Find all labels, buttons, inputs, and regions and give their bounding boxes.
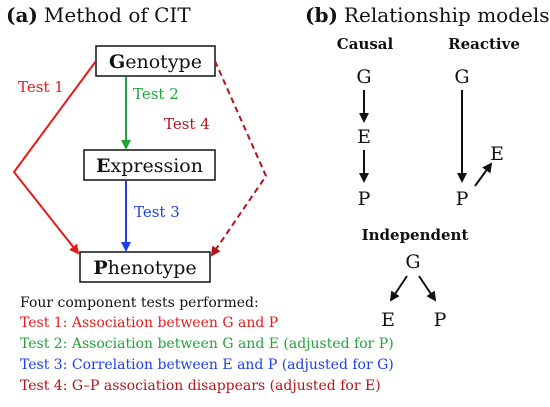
panel-b: (b)Relationship models Causal G E P Reac… bbox=[305, 3, 550, 331]
panel-a-label: (a) bbox=[6, 3, 38, 27]
test3-label: Test 3 bbox=[134, 203, 180, 221]
panel-a-title: (a)Method of CIT bbox=[6, 3, 191, 27]
legend-item-test3: Test 3: Correlation between E and P (adj… bbox=[20, 357, 394, 373]
expression-node bbox=[83, 149, 216, 181]
legend-item-test4: Test 4: G–P association disappears (adju… bbox=[20, 378, 381, 394]
independent-model: Independent G E P bbox=[362, 226, 469, 331]
phenotype-label: Phenotype bbox=[93, 257, 196, 279]
reactive-g-node: G bbox=[454, 66, 469, 88]
independent-e-node: E bbox=[381, 309, 395, 331]
causal-heading: Causal bbox=[337, 35, 394, 53]
panel-b-title: (b)Relationship models bbox=[305, 3, 550, 27]
causal-e-node: E bbox=[357, 126, 371, 148]
causal-model: Causal G E P bbox=[337, 35, 394, 210]
test1-label: Test 1 bbox=[18, 78, 64, 96]
reactive-p-node: P bbox=[456, 188, 469, 210]
test2-label: Test 2 bbox=[133, 85, 179, 103]
legend-item-test1: Test 1: Association between G and P bbox=[20, 315, 278, 331]
panel-b-label: (b) bbox=[305, 3, 338, 27]
legend-item-test2: Test 2: Association between G and E (adj… bbox=[20, 336, 394, 352]
test4-label: Test 4 bbox=[164, 115, 210, 133]
independent-g-to-p-arrow bbox=[418, 275, 437, 302]
reactive-model: Reactive G P E bbox=[448, 35, 520, 210]
independent-p-node: P bbox=[434, 309, 447, 331]
phenotype-node bbox=[79, 251, 211, 283]
legend: Four component tests performed: Test 1: … bbox=[20, 295, 394, 394]
panel-a-title-text: Method of CIT bbox=[44, 3, 191, 27]
reactive-heading: Reactive bbox=[448, 35, 520, 53]
reactive-p-to-e-arrow bbox=[474, 162, 493, 187]
test4-edge bbox=[210, 60, 268, 257]
independent-g-to-e-arrow bbox=[389, 275, 408, 302]
reactive-e-node: E bbox=[490, 143, 504, 165]
independent-heading: Independent bbox=[362, 226, 469, 244]
test1-edge bbox=[12, 60, 97, 255]
causal-p-node: P bbox=[358, 188, 371, 210]
genotype-label: Genotype bbox=[109, 51, 202, 73]
independent-g-node: G bbox=[405, 251, 420, 273]
panel-a: (a)Method of CIT Genotype Expression Phe… bbox=[6, 3, 268, 283]
causal-g-node: G bbox=[356, 66, 371, 88]
panel-b-title-text: Relationship models bbox=[344, 3, 550, 27]
expression-label: Expression bbox=[96, 155, 203, 177]
legend-heading: Four component tests performed: bbox=[20, 295, 259, 311]
